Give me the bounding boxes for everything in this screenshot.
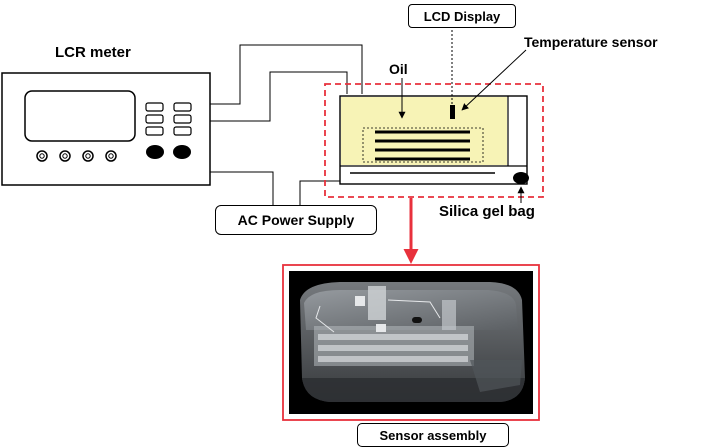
temperature-sensor-arrow xyxy=(461,49,527,111)
temperature-sensor-label: Temperature sensor xyxy=(524,34,658,50)
test-cell xyxy=(339,95,529,185)
lcr-terminals xyxy=(36,150,117,162)
electrode-holder xyxy=(362,127,484,163)
lcr-screen xyxy=(24,90,136,142)
temperature-probe xyxy=(450,105,455,119)
sensor-assembly-label: Sensor assembly xyxy=(357,423,509,447)
lcr-meter xyxy=(1,72,211,186)
silica-gel-bag-label: Silica gel bag xyxy=(439,203,535,220)
sensor-assembly-photo xyxy=(289,271,533,414)
lcr-knob-right xyxy=(173,145,191,159)
electrode-plates xyxy=(375,130,470,161)
ac-power-supply-label: AC Power Supply xyxy=(215,205,377,235)
lcr-meter-label: LCR meter xyxy=(55,44,131,61)
lcd-display-label: LCD Display xyxy=(408,4,516,28)
silica-gel-bag-shape xyxy=(513,172,529,184)
connection-wires xyxy=(210,44,363,232)
test-cell-dashed-border xyxy=(324,83,544,198)
lcr-knob-left xyxy=(146,145,164,159)
oil-label: Oil xyxy=(389,61,408,77)
